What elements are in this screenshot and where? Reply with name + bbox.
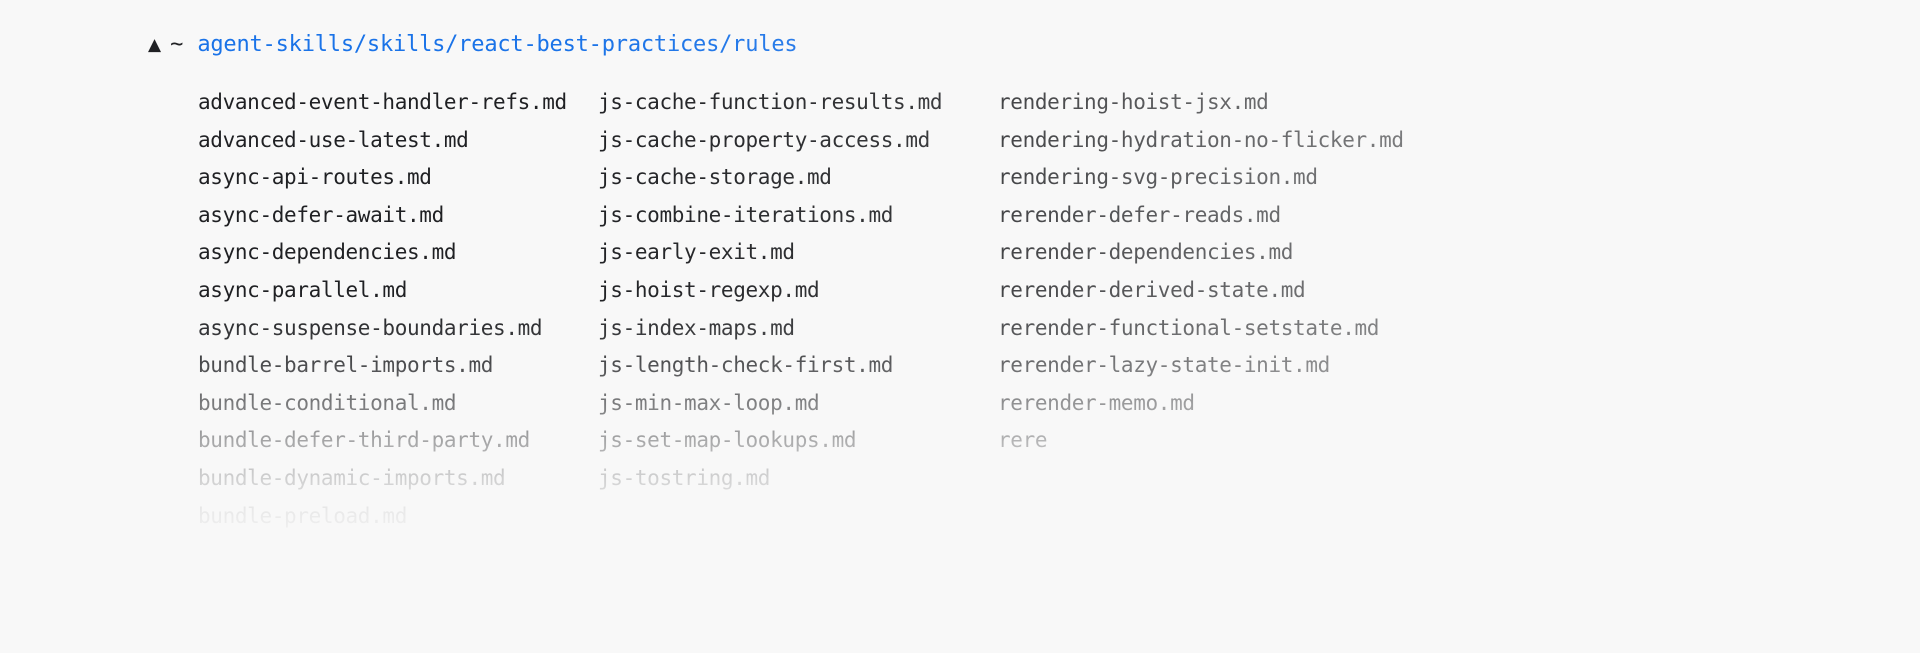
file-entry[interactable]: bundle-barrel-imports.md <box>198 353 494 378</box>
file-row: advanced-use-latest.md js-cache-property-… <box>198 122 1698 160</box>
file-row: bundle-conditional.md js-min-max-loop.md r… <box>198 385 1698 423</box>
file-entry[interactable]: rerender-dependencies.md <box>998 240 1294 265</box>
file-entry[interactable]: js-early-exit.md <box>598 240 795 265</box>
file-entry[interactable]: js-tostring.md <box>598 465 771 490</box>
file-entry[interactable]: bundle-conditional.md <box>198 390 457 415</box>
file-entry[interactable]: rerender-functional-setstate.md <box>998 315 1380 340</box>
file-entry[interactable]: rendering-hoist-jsx.md <box>998 90 1269 114</box>
file-row: async-suspense-boundaries.md js-index-map… <box>198 310 1698 348</box>
file-row: bundle-defer-third-party.md js-set-map-lo… <box>198 422 1698 460</box>
file-listing-grid: advanced-event-handler-refs.md js-cache-f… <box>198 84 1698 535</box>
prompt-triangle-icon: ▲ <box>148 35 162 55</box>
file-entry[interactable]: js-set-map-lookups.md <box>598 428 857 453</box>
breadcrumb-path[interactable]: agent-skills/skills/react-best-practices… <box>197 32 798 57</box>
file-entry[interactable]: js-combine-iterations.md <box>598 202 894 227</box>
file-row: bundle-barrel-imports.md js-length-check-… <box>198 347 1698 385</box>
file-entry[interactable]: async-suspense-boundaries.md <box>198 315 543 340</box>
file-entry[interactable]: js-hoist-regexp.md <box>598 277 820 302</box>
file-entry[interactable]: js-cache-function-results.md <box>598 90 943 114</box>
file-entry[interactable]: rerender-lazy-state-init.md <box>998 353 1330 378</box>
file-row: bundle-preload.md <box>198 498 1698 536</box>
file-entry[interactable]: js-cache-storage.md <box>598 165 832 190</box>
home-tilde: ~ <box>170 32 184 57</box>
prompt-line: ▲ ~ agent-skills/skills/react-best-pract… <box>148 30 798 61</box>
file-entry[interactable]: async-dependencies.md <box>198 240 457 265</box>
file-entry[interactable]: rerender-derived-state.md <box>998 277 1306 302</box>
file-row: async-parallel.md js-hoist-regexp.md reren… <box>198 272 1698 310</box>
file-entry[interactable]: bundle-preload.md <box>198 503 407 528</box>
file-entry[interactable]: async-defer-await.md <box>198 202 444 227</box>
file-entry[interactable]: async-parallel.md <box>198 277 407 302</box>
file-entry[interactable]: rendering-svg-precision.md <box>998 165 1318 190</box>
file-entry[interactable]: js-min-max-loop.md <box>598 390 820 415</box>
file-entry[interactable]: advanced-use-latest.md <box>198 127 469 152</box>
file-entry[interactable]: js-index-maps.md <box>598 315 795 340</box>
file-entry[interactable]: bundle-dynamic-imports.md <box>198 465 506 490</box>
file-entry[interactable]: js-length-check-first.md <box>598 353 894 378</box>
file-row: async-api-routes.md js-cache-storage.md re… <box>198 159 1698 197</box>
file-entry[interactable]: rendering-hydration-no-flicker.md <box>998 127 1404 152</box>
file-entry[interactable]: rerender-defer-reads.md <box>998 202 1281 227</box>
file-entry[interactable]: async-api-routes.md <box>198 165 432 190</box>
file-entry[interactable]: rere <box>998 428 1048 453</box>
file-row: advanced-event-handler-refs.md js-cache-f… <box>198 84 1698 122</box>
file-entry[interactable]: advanced-event-handler-refs.md <box>198 90 567 114</box>
file-row: bundle-dynamic-imports.md js-tostring.md <box>198 460 1698 498</box>
file-entry[interactable]: js-cache-property-access.md <box>598 127 930 152</box>
file-row: async-defer-await.md js-combine-iteration… <box>198 197 1698 235</box>
file-entry[interactable]: rerender-memo.md <box>998 390 1195 415</box>
file-row: async-dependencies.md js-early-exit.md rer… <box>198 234 1698 272</box>
file-entry[interactable]: bundle-defer-third-party.md <box>198 428 530 453</box>
